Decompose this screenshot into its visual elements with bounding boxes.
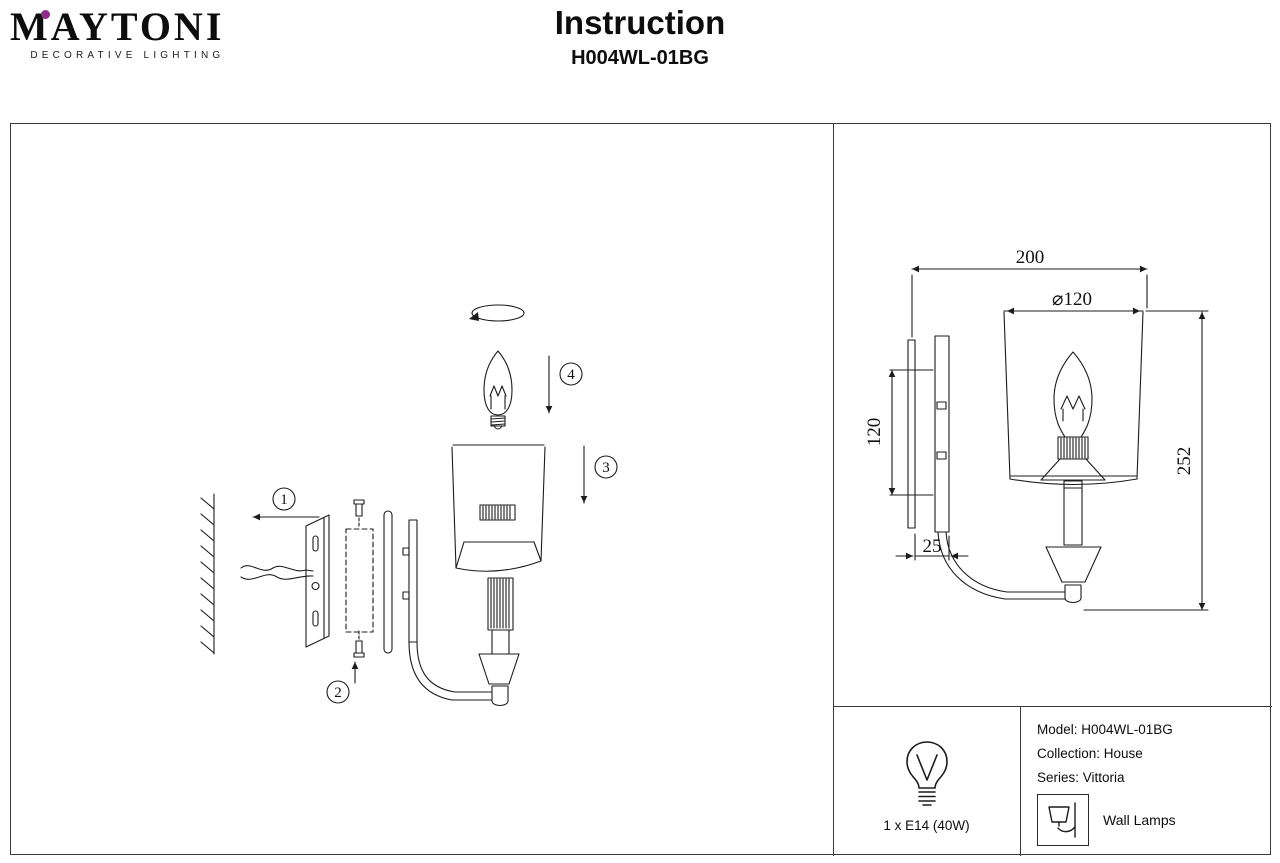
instruction-frame: 1 2 3 4 bbox=[10, 123, 1272, 856]
brand-tagline: DECORATIVE LIGHTING bbox=[30, 50, 225, 61]
power-wires bbox=[240, 565, 314, 580]
dimension-total-height-label: 252 bbox=[1174, 447, 1195, 476]
step-3-number: 3 bbox=[602, 460, 610, 476]
title-block: Instruction H004WL-01BG bbox=[0, 4, 1280, 70]
page-title: Instruction bbox=[554, 4, 726, 41]
step-4-badge bbox=[559, 362, 583, 386]
product-type: Wall Lamps bbox=[1037, 794, 1272, 846]
product-type-box bbox=[1037, 794, 1089, 846]
mounting-bracket bbox=[305, 514, 330, 648]
step-1-number: 1 bbox=[280, 492, 288, 508]
bulb-icon bbox=[905, 741, 948, 806]
screw-bottom bbox=[353, 630, 365, 658]
spec-panel: 1 x E14 (40W) Model: H004WL-01BG Collect… bbox=[833, 706, 1272, 856]
product-spec-cell: Model: H004WL-01BG Collection: House Ser… bbox=[1021, 707, 1272, 856]
dimensions-diagram: 200 ⌀120 120 25 252 bbox=[864, 247, 1209, 611]
backplate bbox=[934, 335, 950, 533]
step-3-badge bbox=[594, 455, 618, 479]
spec-collection: Collection: House bbox=[1037, 746, 1143, 761]
lamp-shade bbox=[451, 444, 546, 572]
candle-assembly bbox=[1040, 436, 1106, 604]
wall-plate bbox=[907, 339, 916, 529]
vertical-divider bbox=[833, 124, 834, 856]
spec-model: Model: H004WL-01BG bbox=[1037, 722, 1173, 737]
bulb-spec-label: 1 x E14 (40W) bbox=[883, 818, 970, 833]
wall-lamp-icon bbox=[1048, 802, 1076, 838]
step-2-number: 2 bbox=[334, 685, 342, 701]
lamp-base-dashed bbox=[345, 528, 374, 633]
bulb-spec-cell: 1 x E14 (40W) bbox=[833, 707, 1021, 856]
dimension-depth bbox=[895, 533, 969, 561]
backplate-bar bbox=[383, 510, 393, 654]
lamp-body bbox=[402, 519, 520, 707]
lamp-arm bbox=[937, 531, 1066, 600]
dimension-plate-height bbox=[888, 369, 934, 496]
bulb bbox=[1053, 351, 1093, 438]
dimension-width-label: 200 bbox=[1016, 247, 1045, 268]
dimension-plate-height-label: 120 bbox=[864, 418, 885, 447]
spec-series: Series: Vittoria bbox=[1037, 770, 1125, 785]
dimension-depth-label: 25 bbox=[923, 536, 942, 557]
dimension-total-height bbox=[1083, 310, 1209, 611]
dimension-diameter-label: ⌀120 bbox=[1052, 289, 1092, 310]
bulb bbox=[483, 350, 513, 430]
rotation-arrow bbox=[469, 304, 525, 322]
model-code: H004WL-01BG bbox=[571, 47, 709, 69]
brand-logo: MAYTONI DECORATIVE LIGHTING bbox=[10, 6, 225, 62]
brand-dot-icon bbox=[41, 10, 50, 19]
step-4-number: 4 bbox=[567, 367, 575, 383]
assembly-diagram: 1 2 3 4 bbox=[200, 304, 618, 707]
dimension-width bbox=[911, 265, 1148, 338]
product-type-label: Wall Lamps bbox=[1103, 812, 1176, 828]
wall bbox=[200, 493, 215, 655]
step-1-badge bbox=[272, 487, 296, 511]
screw-top bbox=[353, 499, 365, 529]
step-2-badge bbox=[326, 680, 350, 704]
